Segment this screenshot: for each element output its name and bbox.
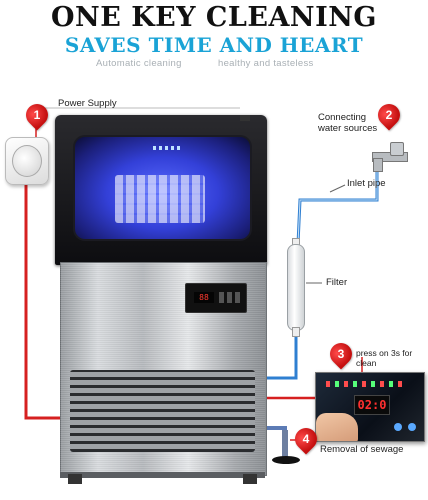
location-pin-icon: 3 <box>325 338 357 370</box>
location-pin-icon: 1 <box>21 99 53 131</box>
press-clean-label: press on 3s for clean <box>356 348 413 368</box>
machine-control-panel[interactable]: 88 <box>185 283 247 313</box>
ice-cube-tray <box>115 175 205 223</box>
water-filter-icon <box>287 244 305 331</box>
ventilation-grille <box>70 370 255 452</box>
faucet-spout <box>373 158 383 172</box>
connecting-water-label: Connecting water sources <box>318 112 377 134</box>
machine-foot-right <box>243 474 257 484</box>
connecting-water-line1: Connecting <box>318 112 367 123</box>
connecting-water-line2: water sources <box>318 123 378 134</box>
power-plug <box>12 145 42 177</box>
callout-4-number: 4 <box>302 432 310 446</box>
power-wire <box>24 180 60 420</box>
inlet-pipe-outline <box>297 168 378 245</box>
callout-2-number: 2 <box>385 108 393 122</box>
drain-icon <box>272 456 300 464</box>
closeup-display: 02:0 <box>354 395 390 415</box>
filter-bottom-cap <box>292 327 300 337</box>
inlet-pipe-label: Inlet pipe <box>347 178 386 189</box>
power-supply-label: Power Supply <box>58 98 117 109</box>
closeup-status-leds <box>326 381 406 387</box>
location-pin-icon: 4 <box>290 423 322 455</box>
callout-3-number: 3 <box>337 347 345 361</box>
faucet-valve <box>390 142 404 156</box>
ice-viewing-window <box>73 135 252 241</box>
location-pin-icon: 2 <box>373 99 405 131</box>
machine-display: 88 <box>194 292 214 303</box>
headline-title: ONE KEY CLEANING <box>51 2 377 33</box>
drain-stem <box>282 430 288 460</box>
callout-1-number: 1 <box>33 108 41 122</box>
closeup-button[interactable] <box>394 423 402 431</box>
machine-panel-buttons[interactable] <box>219 292 241 303</box>
machine-foot-left <box>68 474 82 484</box>
machine-base <box>60 472 265 478</box>
control-panel-closeup: 02:0 <box>315 372 425 442</box>
tagline-left: Automatic cleaning <box>96 58 182 69</box>
filter-label: Filter <box>326 277 348 288</box>
inlet-pipe-leader <box>329 184 346 193</box>
lid-handle <box>240 115 250 121</box>
headline-subtitle: SAVES TIME AND HEART <box>64 33 364 57</box>
tagline-right: healthy and tasteless <box>218 58 314 69</box>
pressing-finger <box>316 413 358 441</box>
removal-sewage-label: Removal of sewage <box>320 444 404 455</box>
inlet-pipe-lower <box>265 330 298 380</box>
closeup-button[interactable] <box>408 423 416 431</box>
window-led-strip <box>153 146 183 150</box>
